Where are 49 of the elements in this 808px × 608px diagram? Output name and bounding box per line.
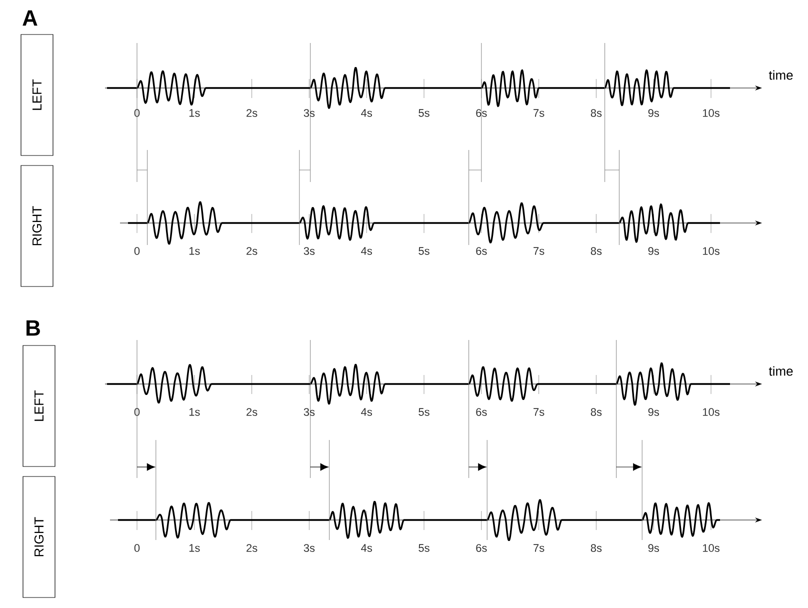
- tick-label: 5s: [418, 408, 430, 416]
- tick-label: 10s: [702, 109, 720, 117]
- tick-label: 5s: [418, 247, 430, 255]
- tick-label: 7s: [534, 408, 544, 416]
- tick-label: 3s: [304, 544, 315, 552]
- channel-box: RIGHT: [20, 165, 54, 287]
- tick-label: 5s: [418, 544, 430, 552]
- tick-label: 10s: [702, 544, 720, 552]
- tick-label: 6s: [476, 544, 487, 552]
- tick-label: 7s: [534, 109, 544, 117]
- tick-label: 6s: [476, 408, 487, 416]
- channel-box: RIGHT: [22, 476, 56, 598]
- channel-box: LEFT: [22, 345, 56, 467]
- panel-letter: B: [26, 320, 40, 336]
- tick-label: 5s: [418, 109, 430, 117]
- tick-label: 10s: [702, 247, 720, 255]
- tick-label: 7s: [534, 544, 544, 552]
- tick-label: 0: [134, 544, 140, 552]
- tick-label: 8s: [590, 109, 602, 117]
- channel-box: LEFT: [20, 34, 54, 156]
- tick-label: 9s: [648, 109, 659, 117]
- axis-label: time: [768, 70, 793, 80]
- tick-label: 4s: [361, 544, 372, 552]
- tick-label: 1s: [189, 408, 200, 416]
- tick-label: 0: [134, 109, 140, 117]
- tick-label: 1s: [189, 544, 200, 552]
- tick-label: 4s: [361, 247, 372, 255]
- tick-label: 1s: [189, 247, 200, 255]
- tick-label: 4s: [361, 408, 372, 416]
- tick-label: 8s: [590, 408, 602, 416]
- tick-label: 9s: [648, 247, 659, 255]
- tick-label: 2s: [246, 247, 258, 255]
- tick-label: 2s: [246, 544, 258, 552]
- tick-label: 9s: [648, 544, 659, 552]
- tick-label: 7s: [534, 247, 544, 255]
- tick-label: 3s: [304, 247, 315, 255]
- tick-label: 0: [134, 408, 140, 416]
- tick-label: 2s: [246, 408, 258, 416]
- tick-label: 9s: [648, 408, 659, 416]
- tick-label: 2s: [246, 109, 258, 117]
- tick-label: 6s: [476, 247, 487, 255]
- tick-label: 8s: [590, 247, 602, 255]
- tick-label: 6s: [476, 109, 487, 117]
- tick-label: 8s: [590, 544, 602, 552]
- tick-label: 1s: [189, 109, 200, 117]
- tick-label: 10s: [702, 408, 720, 416]
- tick-label: 4s: [361, 109, 372, 117]
- axis-label: time: [768, 366, 793, 376]
- tick-label: 0: [134, 247, 140, 255]
